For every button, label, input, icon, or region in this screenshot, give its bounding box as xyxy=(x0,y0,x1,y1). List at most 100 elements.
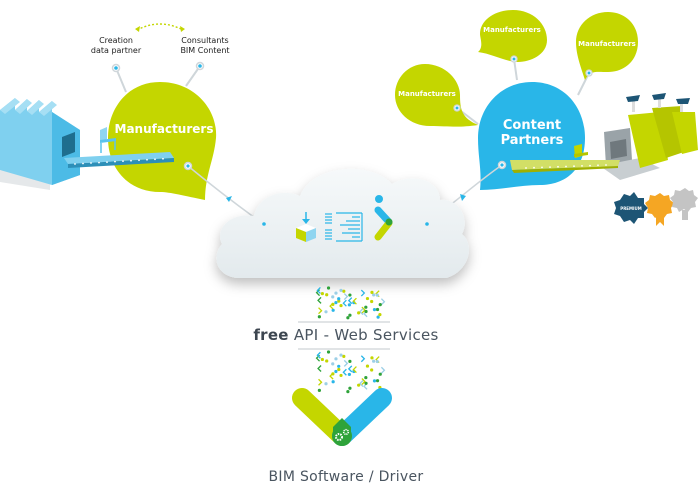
particle-chevron xyxy=(317,365,322,372)
particle-dot xyxy=(357,311,361,315)
connector-creation xyxy=(111,63,127,93)
particle-dot xyxy=(320,357,324,362)
premium-badge-icon: PREMIUM xyxy=(614,192,648,224)
particle-dot xyxy=(375,293,379,297)
shirts-icon xyxy=(626,93,698,168)
particle-dot xyxy=(348,293,352,297)
particle-chevron xyxy=(342,368,347,376)
particle-dot xyxy=(365,296,370,301)
annotation-line: data partner xyxy=(90,46,142,55)
particle-dot xyxy=(375,307,380,312)
particle-dot xyxy=(348,313,352,317)
particle-dot xyxy=(331,380,335,384)
particle-chevron xyxy=(361,306,366,314)
conveyor-belt-icon xyxy=(64,152,174,168)
particle-dot xyxy=(378,372,382,376)
particle-dot xyxy=(331,295,335,299)
particle-chevron xyxy=(360,289,366,297)
particle-dot xyxy=(348,359,352,364)
particle-chevron xyxy=(359,380,364,387)
box-download-icon xyxy=(296,212,316,242)
satellite-label-right: Manufacturers xyxy=(578,40,636,48)
particle-chevron xyxy=(347,297,353,305)
particle-dot xyxy=(348,386,352,390)
particle-dot xyxy=(334,369,338,374)
particle-dot xyxy=(331,308,335,312)
bim-software-caption: BIM Software / Driver xyxy=(268,469,424,485)
particle-dot xyxy=(337,299,341,303)
conveyor-belt-right-icon xyxy=(510,144,620,173)
satellite-label-top: Manufacturers xyxy=(483,26,541,34)
annotation-consultants-bim-content: Consultants BIM Content xyxy=(172,36,238,56)
particle-dot xyxy=(376,315,380,319)
particle-dot xyxy=(370,368,374,372)
dotted-arc xyxy=(136,23,184,31)
particle-dot xyxy=(337,297,341,301)
particle-dot xyxy=(342,289,346,293)
particle-chevron xyxy=(380,366,386,374)
manufacturers-bubble[interactable] xyxy=(108,82,217,200)
satellite-bubble-left xyxy=(395,64,479,127)
particle-dot xyxy=(326,286,331,290)
particle-dot xyxy=(317,388,321,392)
particle-dot xyxy=(334,291,338,295)
particle-dot xyxy=(378,303,382,307)
particle-chevron xyxy=(343,293,349,300)
api-caption-bold: free xyxy=(253,326,289,344)
particle-dot xyxy=(334,301,338,305)
data-stream-upper xyxy=(315,286,386,320)
particle-dot xyxy=(378,312,382,317)
cloud xyxy=(216,168,469,278)
particle-chevron xyxy=(360,355,366,363)
factory-icon xyxy=(0,98,80,190)
svg-text:PREMIUM: PREMIUM xyxy=(620,206,641,211)
particle-dot xyxy=(372,379,377,383)
particle-chevron xyxy=(315,289,321,297)
particle-dot xyxy=(317,315,321,319)
satellite-bubble-top xyxy=(478,10,547,81)
particle-dot xyxy=(324,310,328,314)
content-partners-line1: Content xyxy=(502,118,562,133)
annotation-line: Consultants xyxy=(181,36,229,45)
particle-dot xyxy=(370,299,374,304)
chair-icon xyxy=(100,127,116,153)
document-list-icon xyxy=(325,212,363,242)
particle-dot xyxy=(339,353,343,357)
particle-dot xyxy=(364,376,368,380)
particle-chevron xyxy=(318,378,323,386)
particle-dot xyxy=(372,359,376,363)
particle-chevron xyxy=(352,366,357,374)
particle-dot xyxy=(320,291,324,296)
particle-chevron xyxy=(329,372,334,380)
particle-dot xyxy=(347,372,351,377)
particle-chevron xyxy=(361,378,366,385)
manufacturers-label: Manufacturers xyxy=(114,122,214,136)
gold-ribbon-icon xyxy=(645,193,674,226)
particle-dot xyxy=(334,357,338,361)
particle-dot xyxy=(365,364,370,368)
particle-dot xyxy=(375,379,380,383)
particle-dot xyxy=(342,354,346,358)
particle-dot xyxy=(364,381,368,385)
particle-dot xyxy=(324,382,328,386)
content-partners-label: Content Partners xyxy=(486,118,578,148)
particle-chevron xyxy=(343,359,349,367)
particle-dot xyxy=(364,305,368,309)
particle-chevron xyxy=(352,297,357,305)
particle-dot xyxy=(331,362,335,366)
particle-chevron xyxy=(317,296,322,304)
annotation-line: BIM Content xyxy=(180,46,230,55)
annotation-creation-data-partner: Creation data partner xyxy=(82,36,150,56)
particle-chevron xyxy=(316,286,321,294)
satellite-bubble-right xyxy=(576,12,638,96)
particle-dot xyxy=(364,309,368,314)
particle-chevron xyxy=(359,308,364,316)
api-caption-rest: API - Web Services xyxy=(288,326,439,344)
particle-dot xyxy=(326,350,331,354)
particle-dot xyxy=(325,359,329,363)
particle-dot xyxy=(346,316,350,320)
brand-chevron-icon xyxy=(374,195,393,241)
satellite-label-left: Manufacturers xyxy=(398,90,456,98)
particle-dot xyxy=(370,290,374,294)
